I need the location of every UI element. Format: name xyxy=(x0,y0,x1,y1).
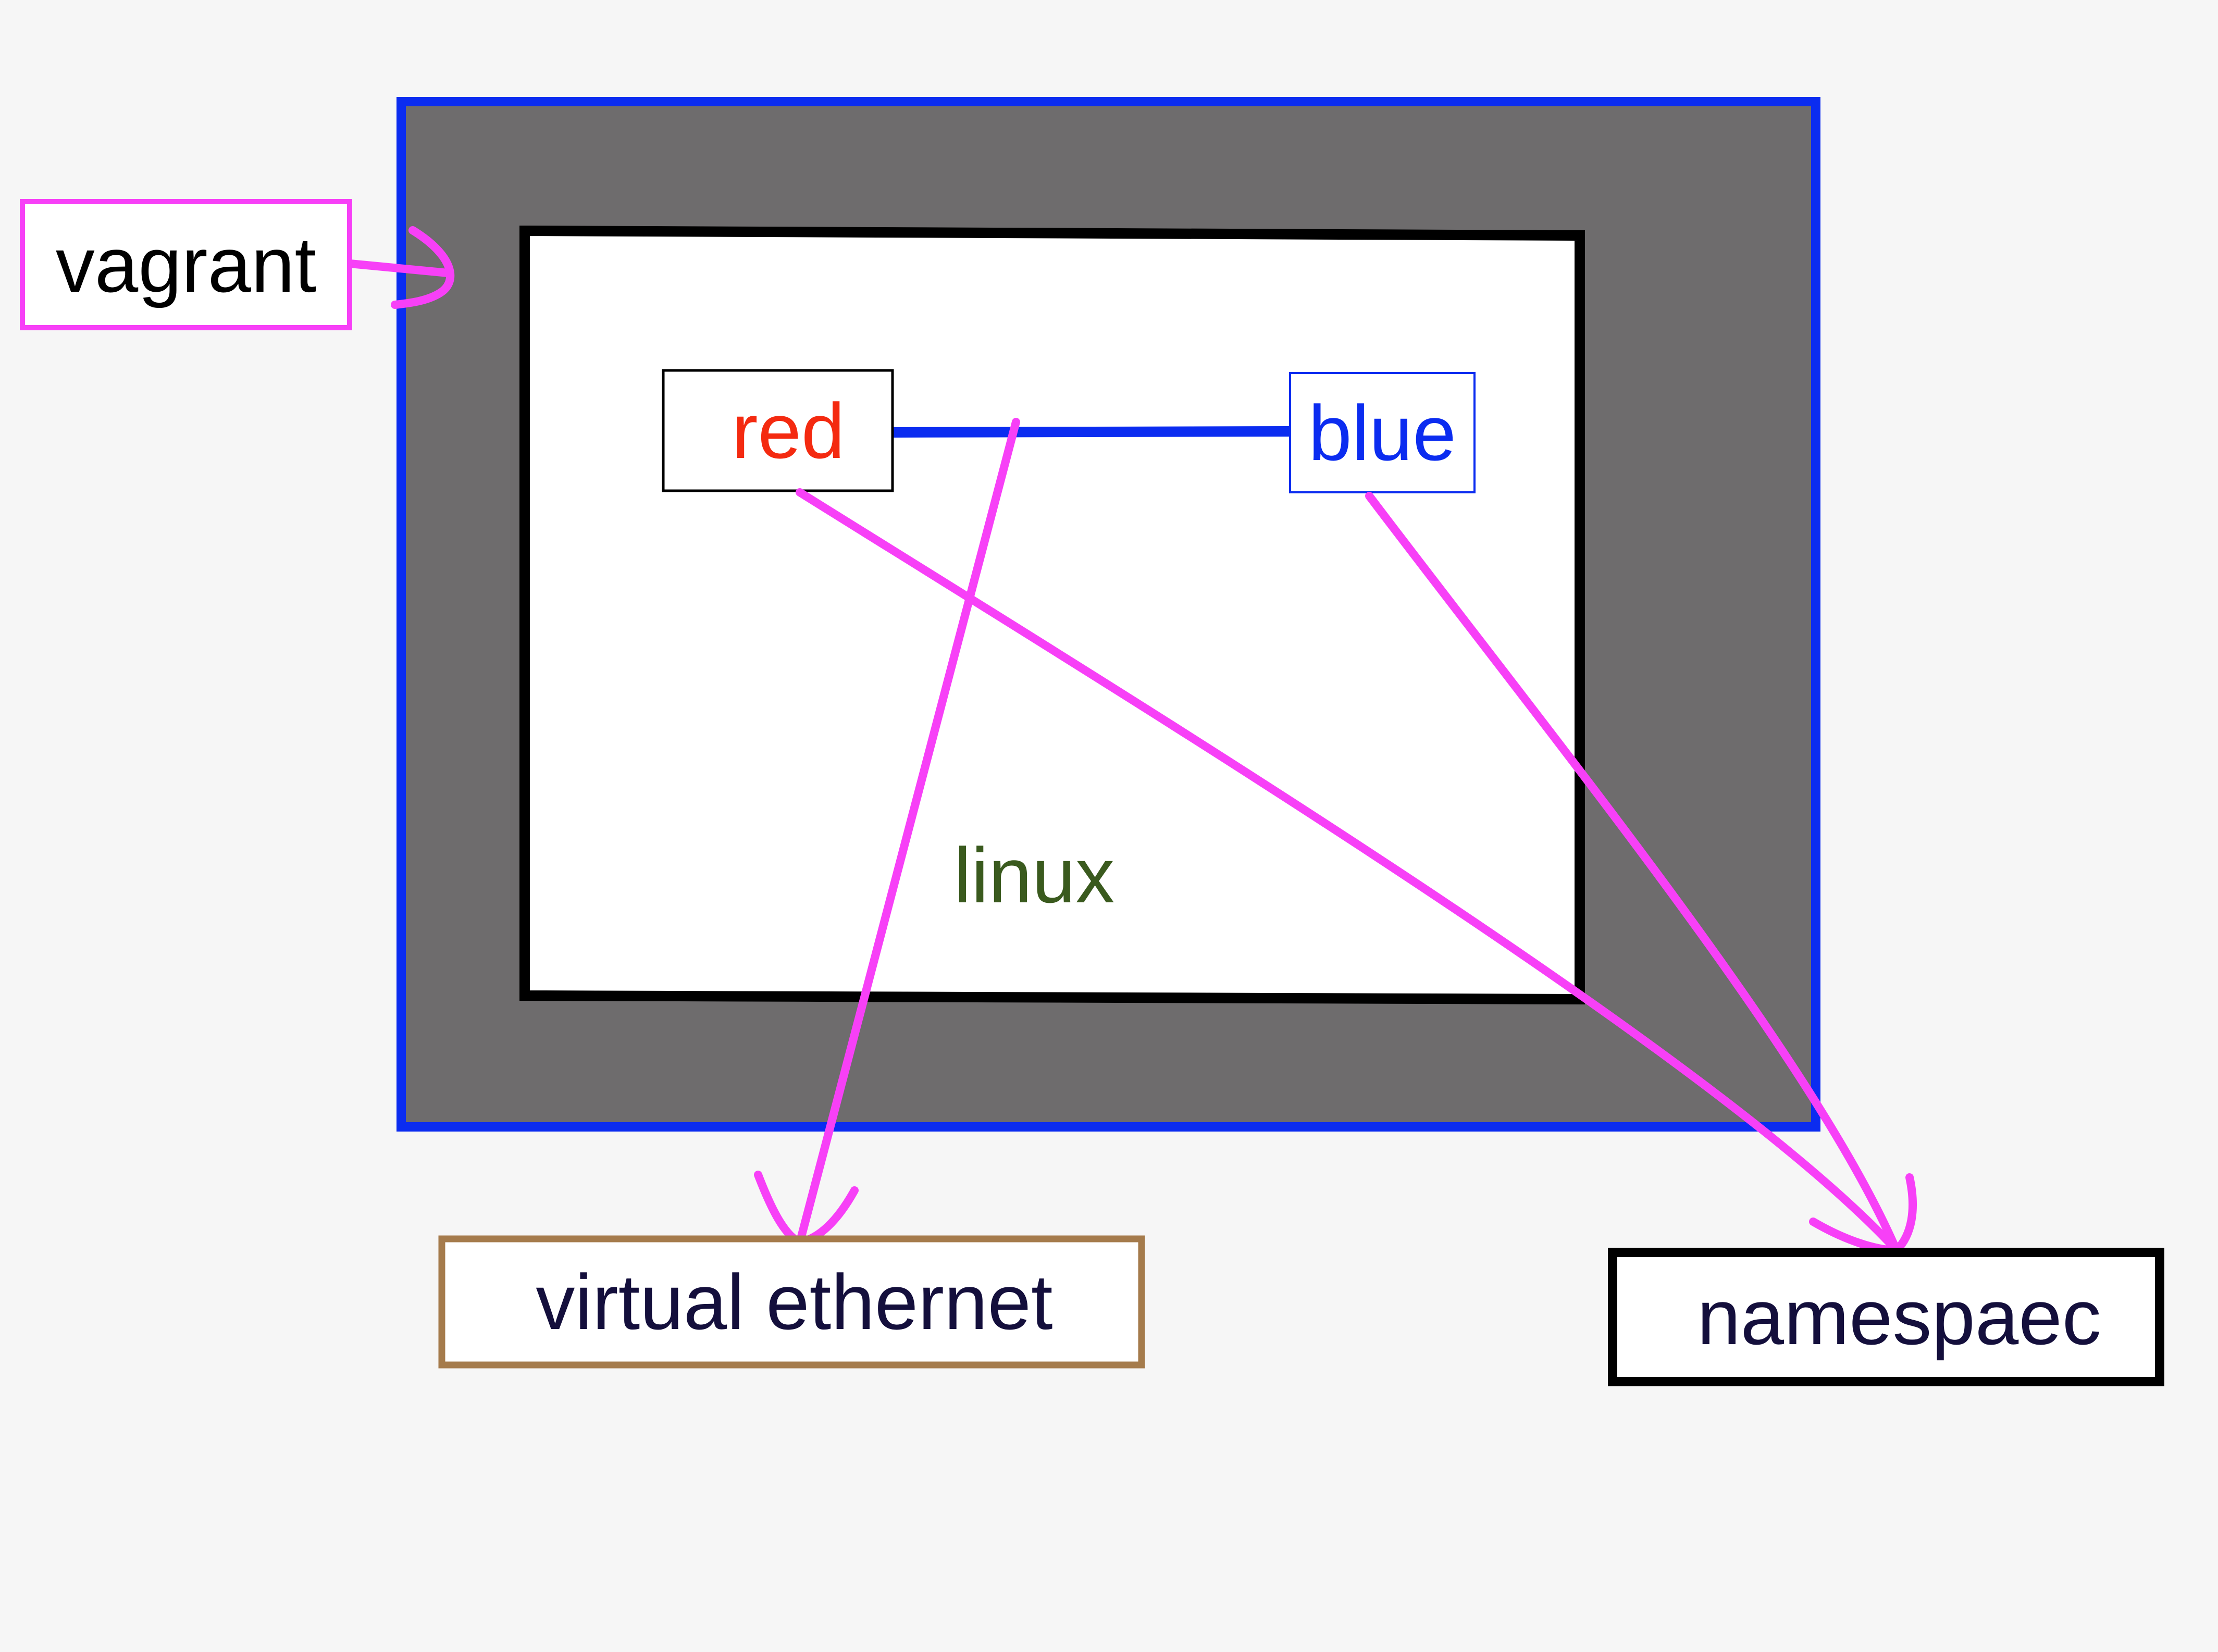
vagrant-pointer-line xyxy=(346,259,452,277)
blue-box xyxy=(1289,372,1476,493)
namespace-label: namespaec xyxy=(1697,1273,2101,1361)
veth-link xyxy=(885,426,1293,438)
vagrant-label: vagrant xyxy=(55,221,317,308)
virtual-ethernet-box xyxy=(438,1235,1145,1369)
red-to-namespace-arrow xyxy=(796,488,1901,1254)
linux-label: linux xyxy=(953,831,1115,919)
red-label: red xyxy=(732,387,845,475)
blue-label: blue xyxy=(1308,389,1456,477)
vagrant-label-box xyxy=(20,199,352,330)
virtual-ethernet-label: virtual ethernet xyxy=(536,1258,1053,1346)
red-box xyxy=(662,369,894,492)
veth-arrow-line xyxy=(796,418,1020,1247)
vagrant-pointer-hook xyxy=(391,226,455,309)
namespace-box xyxy=(1608,1248,2164,1386)
blue-to-namespace-arrow xyxy=(1365,492,1901,1254)
